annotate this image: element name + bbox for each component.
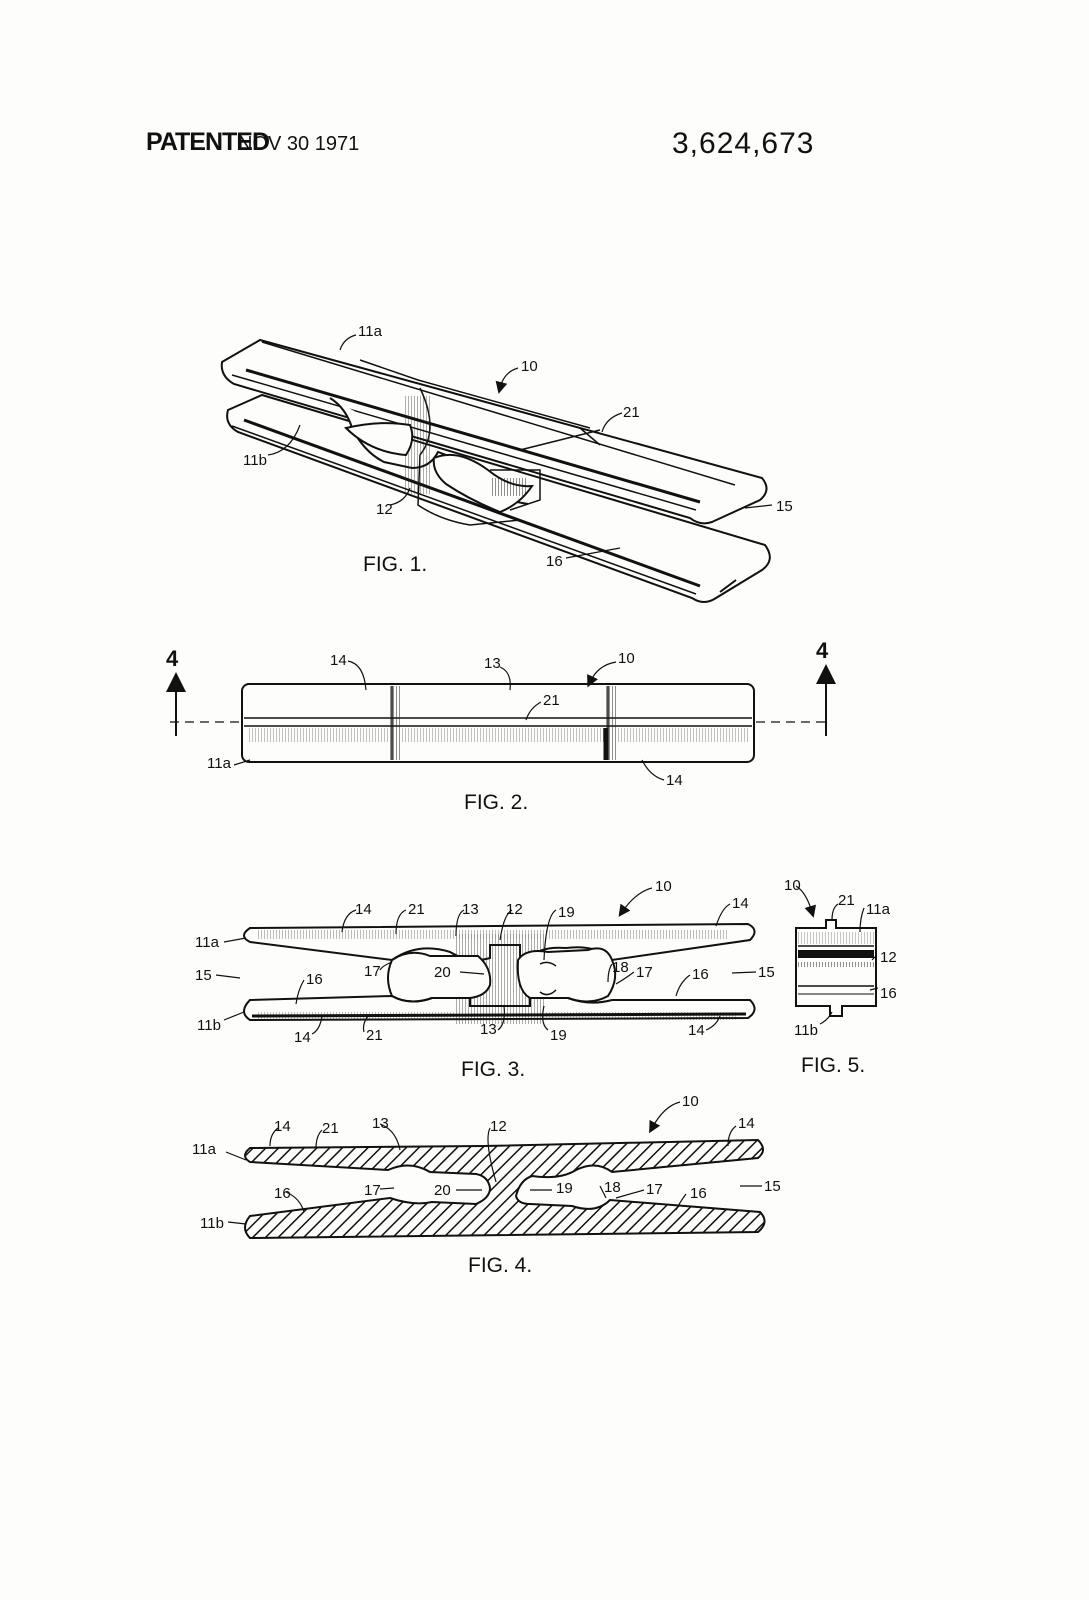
fig4-label-13: 13	[372, 1115, 389, 1132]
fig5-label-10: 10	[784, 877, 801, 894]
fig1-label-10: 10	[521, 358, 538, 375]
fig4-label-16-left: 16	[274, 1185, 291, 1202]
fig1-label-11b: 11b	[243, 452, 267, 469]
figure-1-perspective-view	[220, 338, 771, 603]
fig3-label-18: 18	[612, 959, 629, 976]
fig3-label-14-lower-right: 14	[688, 1022, 705, 1039]
patent-date: NOV 30 1971	[238, 133, 360, 155]
fig4-label-14-left: 14	[274, 1118, 291, 1135]
figure-5-leader-lines	[795, 885, 879, 1025]
fig1-caption: FIG. 1.	[363, 553, 427, 576]
fig2-section-arrow-label-right: 4	[816, 638, 829, 663]
fig5-label-21: 21	[838, 892, 855, 909]
fig4-label-11b: 11b	[200, 1215, 224, 1232]
fig3-label-21-upper: 21	[408, 901, 425, 918]
fig3-label-13-lower: 13	[480, 1021, 497, 1038]
fig3-label-17-left: 17	[364, 963, 381, 980]
figure-1-reference-numerals: 11a 10 21 11b 12 15 16 FIG. 1.	[243, 323, 793, 576]
fig4-label-21: 21	[322, 1120, 339, 1137]
fig1-label-15: 15	[776, 498, 793, 515]
figure-4-reference-numerals: 10 11a 14 21 13 12 14 16 17 20 19 18 17 …	[192, 1093, 781, 1277]
fig4-caption: FIG. 4.	[468, 1254, 532, 1277]
fig1-label-21: 21	[623, 404, 640, 421]
fig2-label-11a: 11a	[207, 755, 232, 772]
figure-4-section-view	[244, 1138, 766, 1240]
figure-5-reference-numerals: 10 21 11a 12 16 11b FIG. 5.	[784, 877, 897, 1077]
fig2-label-21: 21	[543, 692, 560, 709]
figure-3-top-view	[243, 922, 756, 1024]
figure-2-reference-numerals: 4 4 14 13 10 21 11a 14 FIG. 2.	[166, 638, 829, 814]
fig2-caption: FIG. 2.	[464, 791, 528, 814]
fig3-label-11b: 11b	[197, 1017, 221, 1034]
patented-stamp: PATENTED	[146, 128, 270, 156]
fig5-label-16: 16	[880, 985, 897, 1002]
fig5-label-11b: 11b	[794, 1022, 818, 1039]
fig3-label-11a: 11a	[195, 934, 220, 951]
figure-2-leader-lines	[233, 660, 665, 781]
fig4-label-17-left: 17	[364, 1182, 381, 1199]
fig3-label-19-lower: 19	[550, 1027, 567, 1044]
fig3-label-19-upper: 19	[558, 904, 575, 921]
fig4-label-14-right: 14	[738, 1115, 755, 1132]
fig4-label-19: 19	[556, 1180, 573, 1197]
figure-3-leader-lines	[215, 887, 757, 1035]
figure-4-leader-lines	[225, 1101, 762, 1225]
fig5-caption: FIG. 5.	[801, 1054, 865, 1077]
fig3-label-15-left: 15	[195, 967, 212, 984]
figure-2-side-view	[166, 664, 836, 763]
fig4-label-16-right: 16	[690, 1185, 707, 1202]
fig3-label-16-right: 16	[692, 966, 709, 983]
figure-3-reference-numerals: 10 11a 14 21 13 12 19 14 15 16 17 20 18 …	[195, 878, 775, 1081]
fig5-label-12: 12	[880, 949, 897, 966]
figure-5-end-view	[795, 919, 877, 1017]
fig4-label-15: 15	[764, 1178, 781, 1195]
fig4-label-20: 20	[434, 1182, 451, 1199]
fig2-label-14-top: 14	[330, 652, 347, 669]
fig4-label-11a: 11a	[192, 1141, 217, 1158]
fig2-section-arrow-label-left: 4	[166, 646, 179, 671]
fig3-label-14-lower-left: 14	[294, 1029, 311, 1046]
fig5-label-11a: 11a	[866, 901, 891, 918]
figure-1-leader-lines	[267, 334, 773, 559]
fig3-label-12: 12	[506, 901, 523, 918]
fig2-label-14-bottom: 14	[666, 772, 683, 789]
fig4-label-12: 12	[490, 1118, 507, 1135]
fig1-label-12: 12	[376, 501, 393, 518]
fig4-label-10: 10	[682, 1093, 699, 1110]
fig3-label-14-upper-left: 14	[355, 901, 372, 918]
patent-number: 3,624,673	[672, 127, 815, 160]
fig3-label-16-left: 16	[306, 971, 323, 988]
fig3-label-14-upper-right: 14	[732, 895, 749, 912]
fig3-label-20: 20	[434, 964, 451, 981]
fig4-label-17-right: 17	[646, 1181, 663, 1198]
fig4-label-18: 18	[604, 1179, 621, 1196]
fig3-caption: FIG. 3.	[461, 1058, 525, 1081]
fig2-label-10: 10	[618, 650, 635, 667]
fig3-label-10: 10	[655, 878, 672, 895]
fig3-label-17-right: 17	[636, 964, 653, 981]
fig3-label-13-upper: 13	[462, 901, 479, 918]
fig2-label-13: 13	[484, 655, 501, 672]
fig1-label-16: 16	[546, 553, 563, 570]
fig3-label-21-lower: 21	[366, 1027, 383, 1044]
fig1-label-11a: 11a	[358, 323, 383, 340]
fig3-label-15-right: 15	[758, 964, 775, 981]
